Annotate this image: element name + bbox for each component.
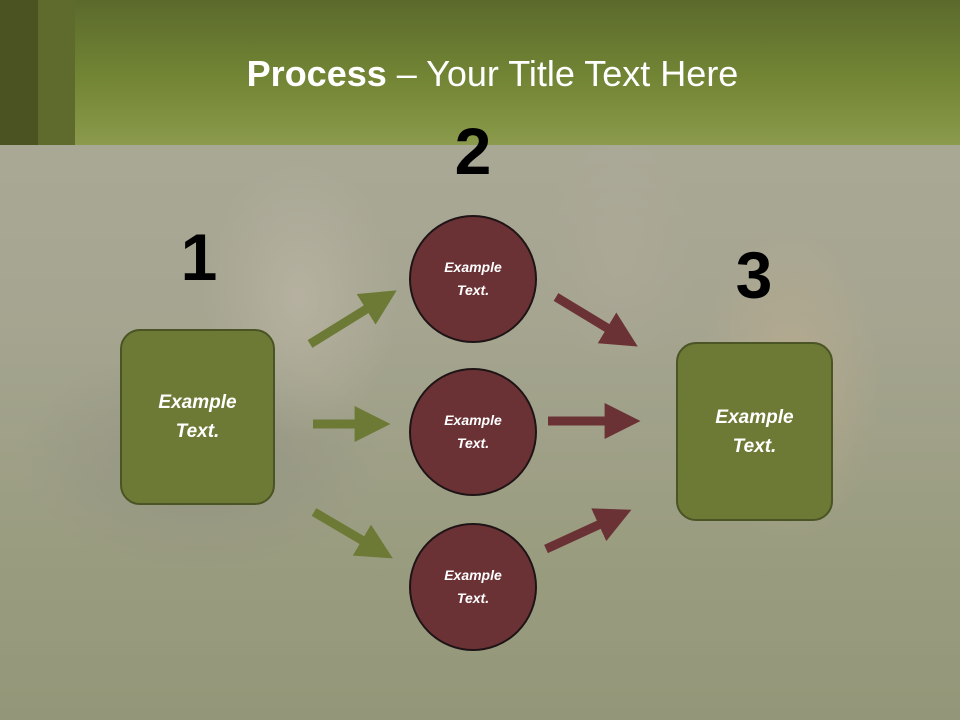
arrow-from-bottom-circle	[544, 508, 632, 554]
process-box-right-label: Example Text.	[715, 406, 794, 457]
step-number-2: 2	[454, 114, 492, 188]
title-bold: Process	[246, 53, 387, 94]
process-circle-middle: Example Text.	[409, 368, 537, 496]
arrow-to-bottom-circle	[311, 508, 393, 559]
process-circle-bottom: Example Text.	[409, 523, 537, 651]
process-box-right: Example Text.	[676, 342, 833, 521]
process-circle-top-label: Example Text.	[444, 259, 502, 298]
title-rest: – Your Title Text Here	[386, 53, 739, 94]
arrow-to-top-circle	[307, 290, 397, 348]
banner-stripe	[38, 0, 75, 145]
arrow-from-top-circle	[553, 293, 638, 347]
process-circle-top: Example Text.	[409, 215, 537, 343]
process-box-left: Example Text.	[120, 329, 275, 505]
slide-title: Process – Your Title Text Here	[0, 50, 960, 98]
step-number-3: 3	[735, 238, 773, 312]
process-circle-bottom-label: Example Text.	[444, 567, 502, 606]
process-circle-middle-label: Example Text.	[444, 412, 502, 451]
banner-stripe	[0, 0, 38, 145]
step-number-1: 1	[180, 220, 218, 294]
title-banner	[0, 0, 960, 145]
process-box-left-label: Example Text.	[158, 392, 237, 442]
